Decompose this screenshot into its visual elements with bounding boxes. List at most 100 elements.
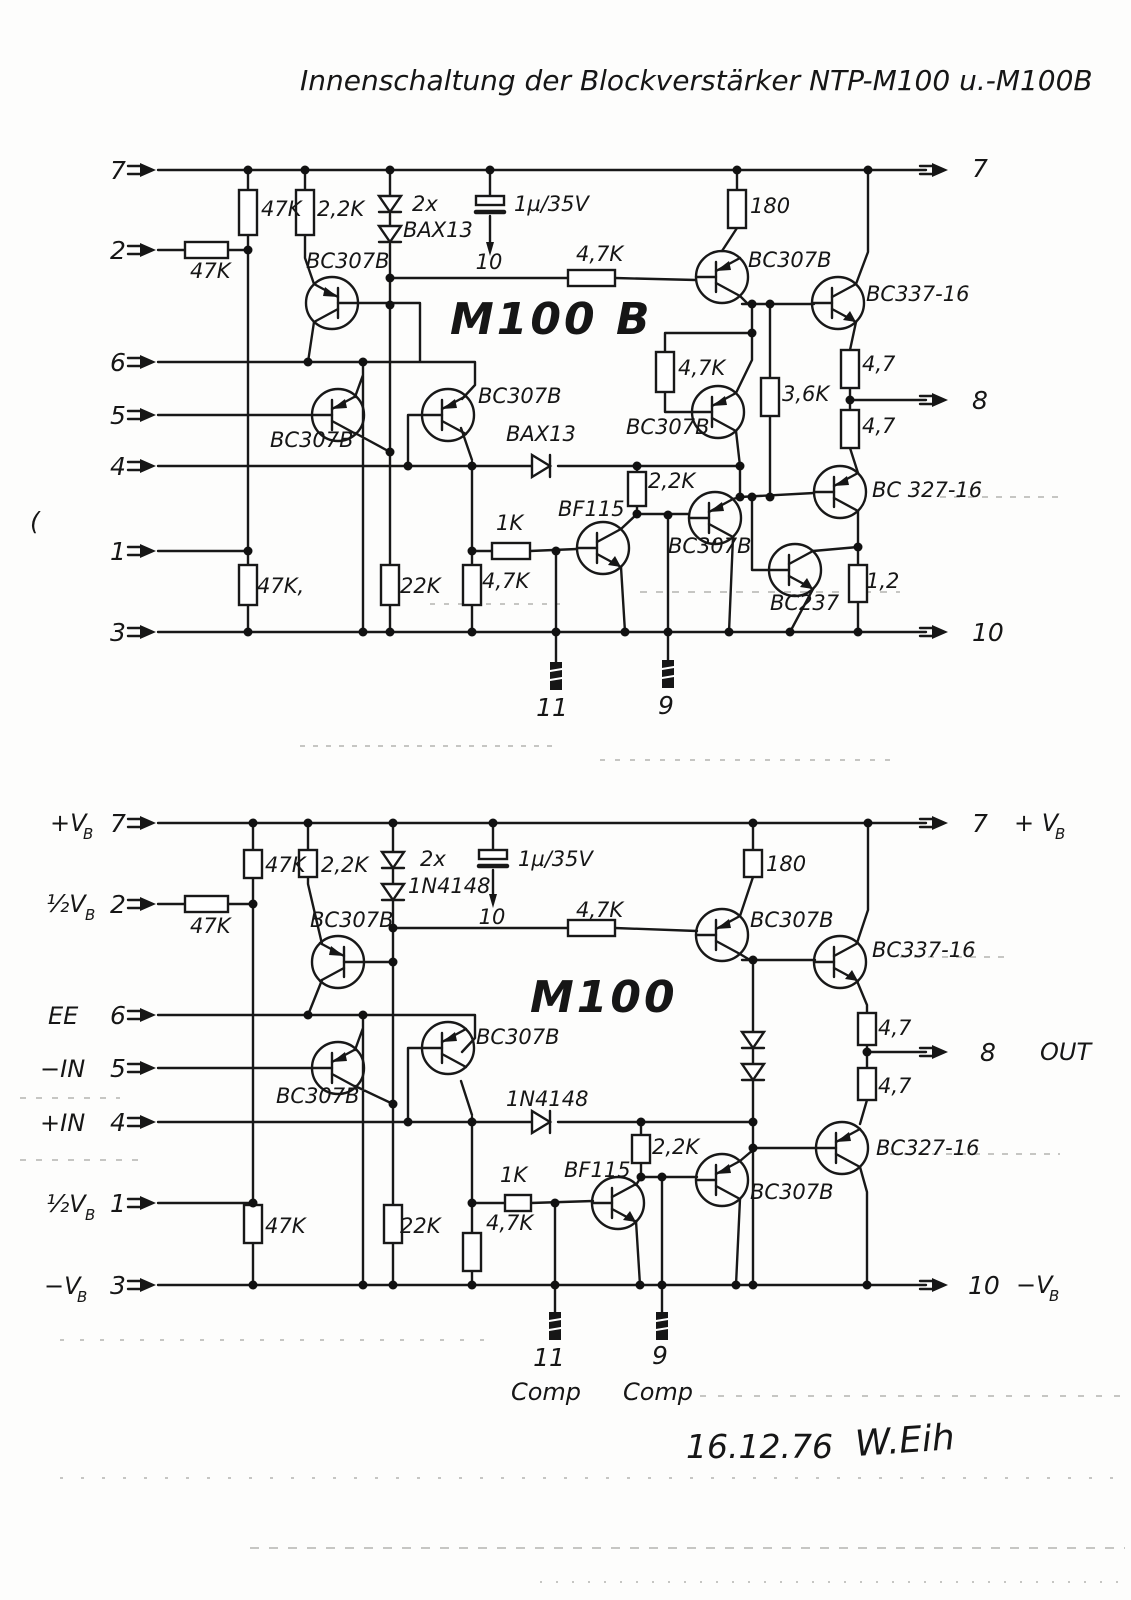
component-label: 4,7 — [878, 1074, 912, 1098]
model-label-m100b: M100 B — [450, 294, 653, 345]
transistor-npn — [575, 520, 631, 576]
diode — [377, 194, 403, 214]
comp-terminal — [547, 1310, 563, 1342]
connector-plug — [126, 1113, 158, 1131]
component-label: 10 — [479, 905, 506, 929]
component-label: 1K — [496, 511, 525, 535]
component-label: 180 — [766, 852, 806, 876]
capacitor — [476, 848, 510, 869]
component-label: 2,2K — [652, 1135, 701, 1159]
cap-arrowhead — [486, 242, 494, 256]
signal-label-sub: B — [1055, 825, 1065, 843]
pin-label: 11 — [533, 1343, 565, 1372]
signal-label: Comp — [511, 1378, 581, 1406]
pin-label: 3 — [110, 618, 126, 647]
component-label: 47K — [190, 914, 233, 938]
resistor — [379, 563, 401, 607]
pin-label: 1 — [110, 1189, 126, 1218]
signal-label: OUT — [1040, 1038, 1093, 1066]
component-label: 4,7K — [576, 898, 625, 922]
model-label-m100: M100 — [530, 972, 678, 1023]
component-label: 2x — [412, 192, 438, 216]
component-label: 1µ/35V — [518, 847, 595, 871]
signal-label: −IN — [40, 1055, 85, 1083]
pin-label: 7 — [110, 156, 126, 185]
wires-m100 — [156, 821, 928, 1314]
resistor — [759, 376, 781, 418]
component-label: BC337-16 — [866, 282, 969, 306]
resistor — [726, 188, 748, 230]
signal-label: + V — [1014, 809, 1060, 837]
component-label: 1µ/35V — [514, 192, 591, 216]
connector-plug — [126, 623, 158, 641]
diode — [740, 1062, 766, 1082]
pin-label: 4 — [110, 452, 126, 481]
component-label: BF115 — [558, 497, 625, 521]
resistor — [654, 350, 676, 394]
resistor — [630, 1133, 652, 1165]
component-label: BC307B — [310, 908, 394, 932]
transistor-npn — [810, 275, 866, 331]
resistor — [839, 348, 861, 390]
signal-label: +IN — [40, 1109, 85, 1137]
connector-plug — [126, 353, 158, 371]
component-label: 2,2K — [317, 197, 366, 221]
connector-plug — [126, 406, 158, 424]
diode — [380, 850, 406, 870]
component-label: BC307B — [668, 534, 752, 558]
resistor — [742, 848, 764, 879]
resistor — [382, 1203, 404, 1245]
signal-label-sub: B — [1049, 1287, 1059, 1305]
component-label: 4,7K — [482, 569, 531, 593]
component-label: 4,7 — [878, 1016, 912, 1040]
connector-plug — [126, 814, 158, 832]
component-label: 47K — [265, 1214, 308, 1238]
pin-label: 8 — [972, 386, 988, 415]
circuit-m100 — [126, 814, 950, 1342]
resistor — [461, 563, 483, 607]
signature: W.Eih — [854, 1417, 956, 1465]
transistor-pnp — [420, 387, 476, 443]
pin-label: 9 — [652, 1341, 668, 1370]
cap-arrowhead — [489, 894, 497, 908]
connector-plug — [126, 895, 158, 913]
component-label: 1,2 — [866, 569, 899, 593]
junction-dots — [248, 818, 873, 1290]
signal-label: Comp — [623, 1378, 693, 1406]
component-label: BC307B — [476, 1025, 560, 1049]
resistor — [237, 563, 259, 607]
stray-mark: ( — [30, 507, 41, 536]
component-label: 47K — [190, 259, 233, 283]
transistor-pnp — [310, 934, 366, 990]
circuit-m100b — [126, 161, 950, 692]
date-label: 16.12.76 — [686, 1427, 833, 1466]
component-label: 4,7 — [862, 414, 896, 438]
component-label: 1N4148 — [408, 874, 491, 898]
pin-label: 7 — [972, 154, 988, 183]
connector-plug — [126, 457, 158, 475]
signal-label: +V — [50, 809, 88, 837]
pin-label: 8 — [980, 1038, 996, 1067]
capacitor — [473, 194, 507, 215]
resistor — [490, 541, 532, 561]
component-label: 47K — [261, 197, 304, 221]
component-label: 2,2K — [648, 469, 697, 493]
resistor — [856, 1011, 878, 1047]
junction-dots — [243, 165, 873, 637]
transistor-npn — [767, 542, 823, 598]
component-label: BAX13 — [403, 218, 473, 242]
resistor — [839, 408, 861, 450]
component-label: 47K, — [257, 574, 304, 598]
component-label: BC237 — [770, 591, 840, 615]
resistor — [856, 1066, 878, 1102]
transistor-pnp — [694, 907, 750, 963]
resistor — [566, 268, 617, 288]
signal-label: EE — [48, 1002, 79, 1030]
component-label: BC307B — [478, 384, 562, 408]
pin-label: 10 — [972, 618, 1004, 647]
pin-label: 1 — [110, 537, 126, 566]
resistor — [566, 918, 617, 938]
component-label: 2,2K — [321, 853, 370, 877]
signal-label-sub: B — [77, 1288, 87, 1306]
